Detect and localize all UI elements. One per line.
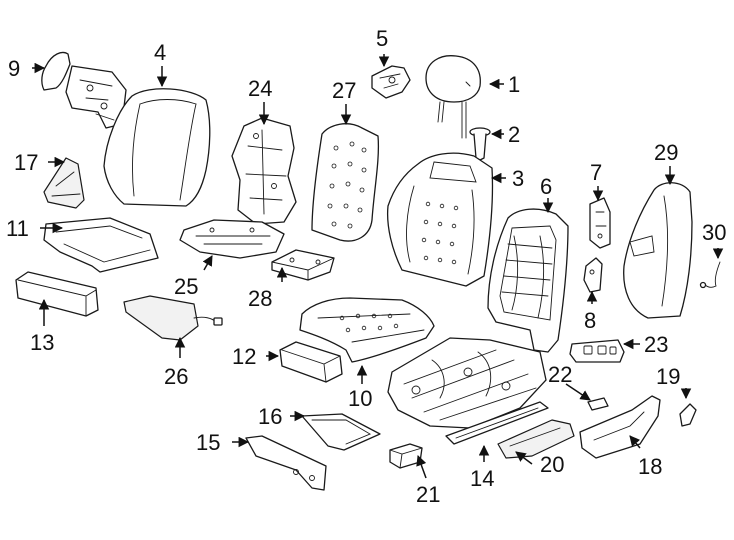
callout-18: 18 [638,454,662,479]
callout-28: 28 [248,286,272,311]
callout-6: 6 [540,174,552,199]
callout-21: 21 [416,482,440,507]
callout-1: 1 [508,72,520,97]
callout-5: 5 [376,26,388,51]
callout-27: 27 [332,78,356,103]
part-5-guide-bracket [371,65,411,99]
callout-labels: 1 2 3 4 5 6 7 8 9 10 11 12 13 14 15 16 1… [6,26,726,507]
callout-16: 16 [258,404,282,429]
callout-7: 7 [590,160,602,185]
part-4-backrest-cover [103,88,211,207]
callout-9: 9 [8,56,20,81]
part-29-rear-panel [623,182,693,319]
callout-3: 3 [512,166,524,191]
part-9-trim-cover [41,51,71,91]
callout-19: 19 [656,364,680,389]
callout-4: 4 [154,40,166,65]
callout-10: 10 [348,386,372,411]
part-11-cushion-cover [43,217,159,273]
part-3-backrest-trim [386,152,494,287]
part-24-backrest-pad [231,117,297,225]
part-8-clip [583,257,603,293]
callout-22: 22 [548,362,572,387]
part-20-side-shield [497,419,575,459]
part-17-side-trim [43,157,85,209]
part-2-guide-sleeve [469,127,491,161]
callout-13: 13 [30,330,54,355]
callout-8: 8 [584,308,596,333]
part-1-headrest [425,55,481,139]
part-23-switch-panel [569,339,625,363]
callout-23: 23 [644,332,668,357]
part-27-backrest-foam [311,123,380,242]
part-10-cushion-foam [299,297,435,363]
part-14-seat-track [445,401,549,445]
part-12-cushion-pad [279,341,343,383]
part-6-backrest-frame [487,208,569,353]
callout-30: 30 [702,220,726,245]
part-7-lumbar-bracket [589,197,611,249]
callout-29: 29 [654,140,678,165]
callout-26: 26 [164,364,188,389]
part-28-control-module [271,249,335,281]
part-15-bracket-rail [245,435,327,491]
callout-2: 2 [508,122,520,147]
callout-15: 15 [196,430,220,455]
leader-18 [629,435,641,449]
leader-22 [565,383,591,401]
part-26-sensor-mat [123,295,223,341]
part-13-bolster-pad [15,271,99,317]
part-25-heating-mat [179,219,285,259]
callout-17: 17 [14,150,38,175]
part-seat-frame-assembly [387,337,547,429]
part-21-connector [389,443,423,469]
part-19-knob [679,403,697,427]
callout-20: 20 [540,452,564,477]
callout-11: 11 [6,216,29,241]
leader-lines [32,54,724,479]
callout-25: 25 [174,274,198,299]
leader-25 [202,255,213,271]
part-22-button [587,397,609,411]
callout-14: 14 [470,466,494,491]
part-30-wire-harness [699,261,721,289]
part-back-bracket [65,65,127,129]
leader-21 [416,455,427,479]
leader-20 [515,451,533,465]
part-16-trim-panel [301,413,381,451]
callout-24: 24 [248,76,272,101]
callout-12: 12 [232,344,256,369]
